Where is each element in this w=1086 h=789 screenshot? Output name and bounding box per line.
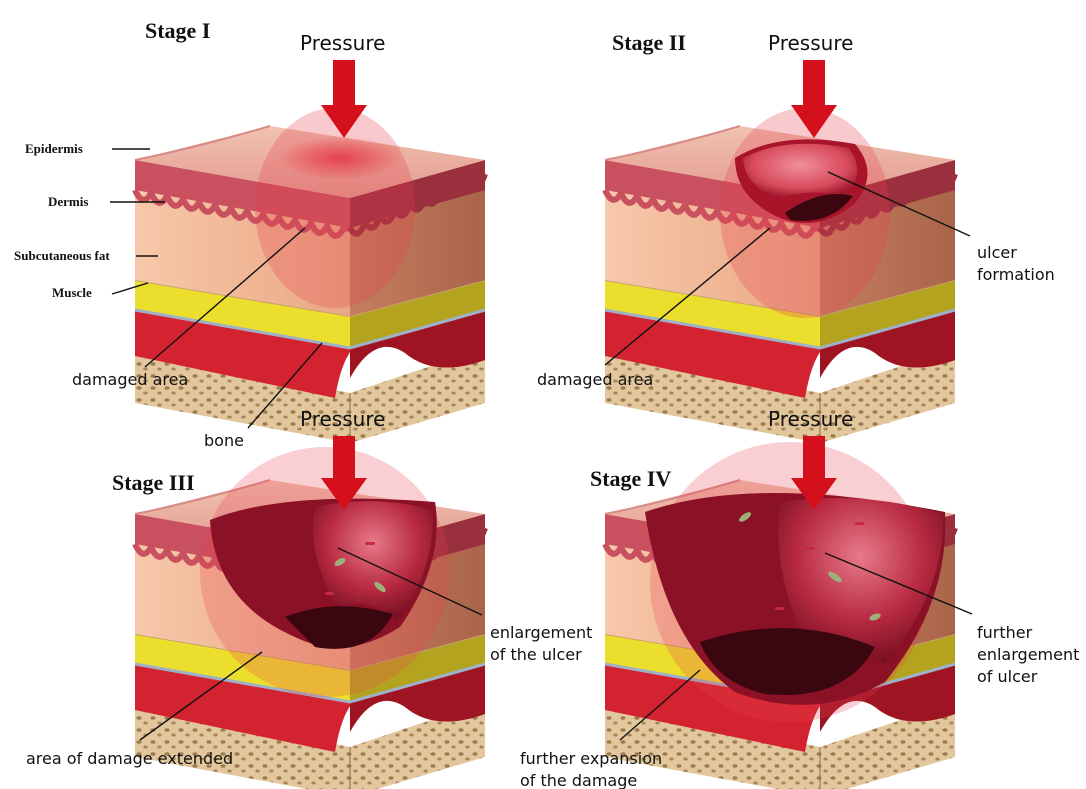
stage-1-panel: [135, 108, 485, 443]
dermis-label: Dermis: [48, 194, 88, 209]
stage-1-bone-label: bone: [204, 431, 244, 450]
stage-3-enlargement-label-line2: of the ulcer: [490, 645, 582, 664]
stage-1-pressure-label: Pressure: [300, 31, 385, 55]
stage-4-expansion-label-line1: further expansion: [520, 749, 662, 768]
stage-4-expansion-label-line2: of the damage: [520, 771, 637, 789]
stage-3-enlargement-label-line1: enlargement: [490, 623, 592, 642]
stage-1-title: Stage I: [145, 18, 210, 43]
stage-3-panel: [135, 447, 485, 789]
stage-2-pressure-label: Pressure: [768, 31, 853, 55]
stage-4-further-label-line3: of ulcer: [977, 667, 1038, 686]
stage-2-ulcer-label-line2: formation: [977, 265, 1055, 284]
stage-4-further-label-line1: further: [977, 623, 1033, 642]
stage-4-title: Stage IV: [590, 466, 671, 491]
stage-2-title: Stage II: [612, 30, 686, 55]
muscle-label: Muscle: [52, 285, 92, 300]
stage-4-further-label-line2: enlargement: [977, 645, 1079, 664]
stage-4-panel: [605, 442, 955, 789]
epidermis-label: Epidermis: [25, 141, 83, 156]
stage-2-damaged-area-label: damaged area: [537, 370, 653, 389]
stage-3-title: Stage III: [112, 470, 195, 495]
stage-2-ulcer-label-line1: ulcer: [977, 243, 1017, 262]
subcutaneous-fat-label: Subcutaneous fat: [14, 248, 110, 263]
stage-1-damaged-area-label: damaged area: [72, 370, 188, 389]
stage-3-extended-label: area of damage extended: [26, 749, 233, 768]
stage-4-pressure-label: Pressure: [768, 407, 853, 431]
stage-2-panel: [605, 108, 955, 443]
stage-3-pressure-label: Pressure: [300, 407, 385, 431]
